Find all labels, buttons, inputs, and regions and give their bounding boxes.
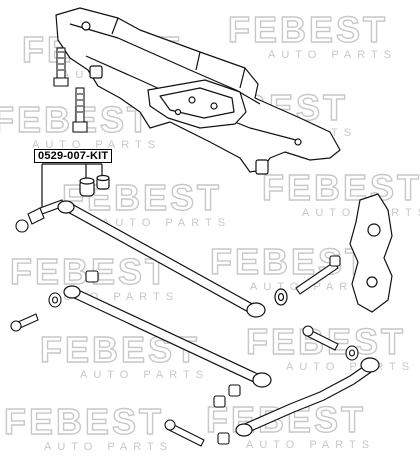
lower-arm-bolt bbox=[10, 313, 39, 332]
nut-bottom-a bbox=[213, 395, 226, 408]
rear-knuckle bbox=[349, 193, 393, 313]
svg-text:AUTO PARTS: AUTO PARTS bbox=[80, 369, 209, 381]
upper-lateral-arm bbox=[57, 200, 266, 318]
nut-bottom-c bbox=[217, 432, 230, 445]
washer-left bbox=[48, 292, 62, 308]
svg-text:AUTO PARTS: AUTO PARTS bbox=[286, 361, 415, 373]
washer-right bbox=[345, 345, 359, 361]
rear-subframe bbox=[55, 7, 341, 175]
svg-text:AUTO PARTS: AUTO PARTS bbox=[268, 49, 397, 61]
svg-text:AUTO PARTS: AUTO PARTS bbox=[246, 439, 375, 451]
svg-text:FEBEST: FEBEST bbox=[210, 241, 370, 282]
svg-text:FEBEST: FEBEST bbox=[0, 99, 152, 140]
subframe-bolt-upper bbox=[53, 47, 69, 87]
svg-text:AUTO PARTS: AUTO PARTS bbox=[44, 441, 173, 453]
svg-text:AUTO PARTS: AUTO PARTS bbox=[102, 217, 231, 229]
kit-callout-bracket bbox=[41, 163, 103, 210]
svg-text:FEBEST: FEBEST bbox=[4, 401, 164, 442]
kit-bolt bbox=[15, 199, 65, 233]
bushing-right bbox=[274, 288, 288, 306]
link-bolt-right bbox=[302, 325, 339, 351]
nut-upper-left bbox=[85, 270, 99, 283]
arm-bolt-long bbox=[295, 255, 341, 295]
subframe-bolt-lower bbox=[72, 87, 88, 133]
kit-bushing-a bbox=[79, 177, 95, 197]
trailing-link bbox=[235, 357, 380, 437]
svg-text:AUTO PARTS: AUTO PARTS bbox=[32, 139, 161, 151]
part-number-label[interactable]: 0529-007-KIT bbox=[34, 149, 113, 163]
link-bolt-bottom bbox=[164, 419, 205, 447]
svg-text:FEBEST: FEBEST bbox=[262, 167, 420, 208]
lower-lateral-arm bbox=[63, 285, 272, 388]
svg-text:FEBEST: FEBEST bbox=[228, 9, 388, 50]
svg-text:FEBEST: FEBEST bbox=[206, 399, 366, 440]
kit-bushing-b bbox=[96, 174, 110, 190]
nut-bottom-b bbox=[228, 384, 241, 397]
